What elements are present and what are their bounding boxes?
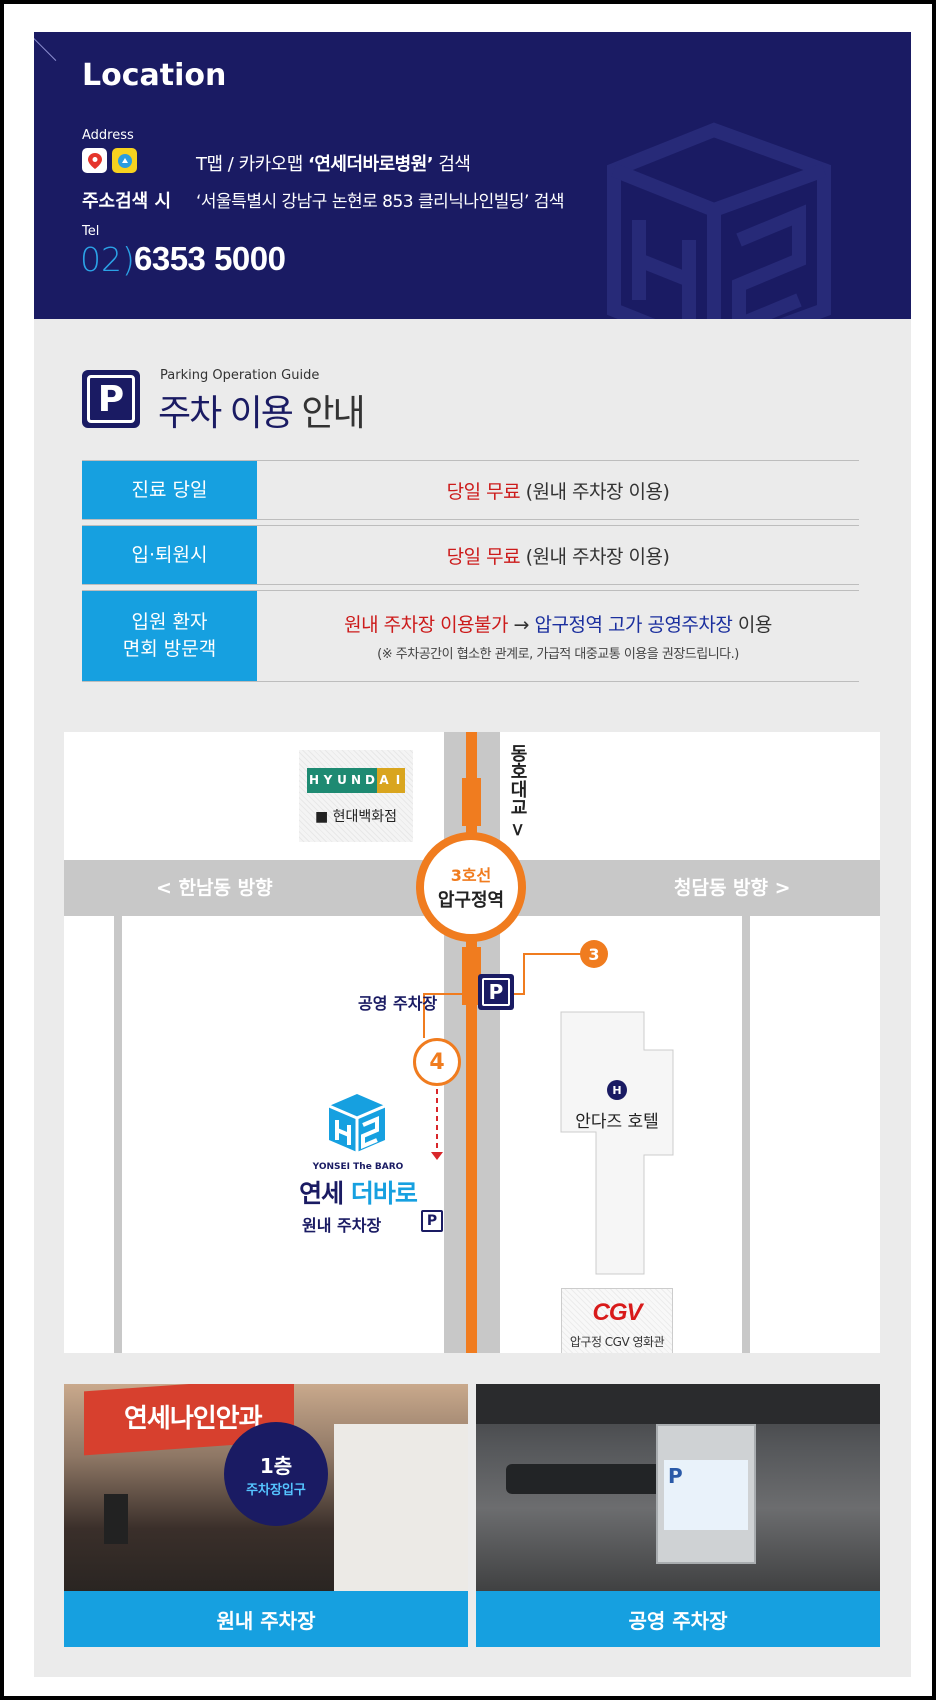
cgv-building: CGV 압구정 CGV 영화관 [561, 1288, 673, 1353]
guide-row-value: 당일 무료 (원내 주차장 이용) [446, 545, 670, 568]
map-search-instruction: T맵 / 카카오맵 ‘연세더바로병원’ 검색 [196, 154, 471, 175]
guide-row-treatment-day: 진료 당일 당일 무료 (원내 주차장 이용) [82, 460, 859, 520]
subway-line-3-segment [462, 947, 481, 1005]
public-parking-label: 공영 주차장 [358, 994, 438, 1013]
cgv-name: 압구정 CGV 영화관 [569, 1335, 665, 1349]
page-frame: Location Address T맵 / 카카오맵 ‘연세더바로병원’ 검색 … [4, 4, 932, 1696]
parking-subtitle: Parking Operation Guide [160, 368, 320, 383]
address-label: Address [82, 128, 134, 143]
tmap-icon[interactable] [82, 148, 107, 173]
kakaomap-icon[interactable] [112, 148, 137, 173]
route-paths [423, 953, 674, 1275]
public-parking-caption: 공영 주차장 [476, 1591, 880, 1647]
public-parking-photo: P 공영 주차장 [476, 1384, 880, 1647]
guide-row-label: 입·퇴원시 [82, 526, 257, 584]
overpass-ceiling [476, 1384, 880, 1424]
parking-sign-post [104, 1494, 128, 1544]
bridge-direction-label: 동호대교 > [507, 744, 528, 838]
guide-row-value: 원내 주차장 이용불가 → 압구정역 고가 공영주차장 이용 (※ 주차공간이 … [344, 614, 772, 662]
inner-parking-photo: 연세나인안과 1층 주차장입구 원내 주차장 [64, 1384, 468, 1647]
hannam-direction-label: < 한남동 방향 [156, 877, 273, 899]
header-title: Location [82, 58, 227, 93]
hotel-icon: H [607, 1080, 627, 1100]
public-parking-image: P [476, 1384, 880, 1591]
building-wall [334, 1424, 468, 1591]
andaz-hotel-label: 안다즈 호텔 [575, 1112, 659, 1132]
cgv-logo: CGV [592, 1299, 642, 1326]
inner-parking-icon: P [421, 1210, 443, 1232]
tel-area-code: 02) [80, 240, 135, 279]
location-card: Location Address T맵 / 카카오맵 ‘연세더바로병원’ 검색 … [34, 32, 911, 1677]
hospital-name-en: YONSEI The BARO [312, 1162, 404, 1172]
inner-parking-label: 원내 주차장 [302, 1216, 382, 1235]
parking-booth: P [656, 1424, 756, 1564]
parking-title: 주차 이용 안내 [158, 393, 366, 434]
guide-row-admission-discharge: 입·퇴원시 당일 무료 (원내 주차장 이용) [82, 525, 859, 585]
exit-3-marker: 3 [580, 940, 608, 968]
address-search-text: ‘서울특별시 강남구 논현로 853 클리닉나인빌딩’ 검색 [196, 192, 565, 212]
building-sign-text: 연세나인안과 [124, 1404, 263, 1434]
hospital-logo-icon [328, 1094, 386, 1152]
hyundai-name: ■ 현대백화점 [314, 809, 398, 825]
corner-decoration [34, 32, 57, 61]
public-parking-icon: P [478, 974, 514, 1010]
floor-1-entrance-bubble: 1층 주차장입구 [224, 1422, 328, 1526]
parking-icon: P [82, 370, 140, 428]
guide-row-value: 당일 무료 (원내 주차장 이용) [446, 480, 670, 503]
station-name: 압구정역 [437, 890, 505, 911]
exit-4-marker: 4 [413, 1038, 461, 1086]
cheongdam-direction-label: 청담동 방향 > [674, 877, 791, 899]
tel-number[interactable]: 6353 5000 [134, 240, 286, 277]
subway-line-3-segment [462, 778, 481, 826]
hyundai-building: H Y U N D A I ■ 현대백화점 [299, 750, 413, 842]
side-road [742, 916, 750, 1353]
hospital-name-ko: 연세 더바로 [299, 1179, 418, 1208]
inner-parking-caption: 원내 주차장 [64, 1591, 468, 1647]
side-road [114, 916, 122, 1353]
station-line: 3호선 [450, 866, 492, 885]
apgujeong-station: 3호선 압구정역 [416, 832, 526, 942]
location-map: < 한남동 방향 청담동 방향 > 동호대교 > H Y U N D A I ■… [64, 732, 880, 1353]
subway-line-3 [466, 732, 477, 1353]
guide-note: (※ 주차공간이 협소한 관계로, 가급적 대중교통 이용을 권장드립니다.) [377, 647, 739, 662]
location-header: Location Address T맵 / 카카오맵 ‘연세더바로병원’ 검색 … [34, 32, 911, 319]
hyundai-logo: H Y U N D A I [307, 768, 405, 793]
hospital-logo-watermark-icon [607, 122, 831, 319]
tel-label: Tel [82, 224, 100, 239]
address-search-label: 주소검색 시 [82, 191, 172, 212]
guide-row-label: 진료 당일 [82, 461, 257, 519]
